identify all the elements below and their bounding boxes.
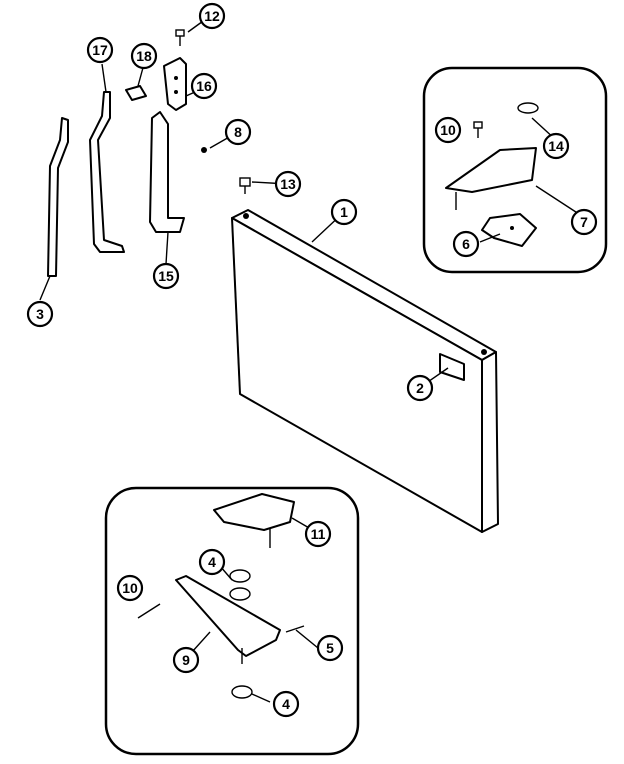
svg-text:7: 7	[580, 214, 588, 230]
callout-17: 17	[86, 36, 114, 64]
washer-4-lower	[231, 685, 253, 699]
callout-4-upper: 4	[198, 548, 226, 576]
svg-text:17: 17	[92, 42, 108, 58]
screw-10-upper	[473, 121, 483, 138]
svg-text:15: 15	[158, 268, 174, 284]
svg-text:18: 18	[136, 48, 152, 64]
svg-text:12: 12	[204, 8, 220, 24]
callout-5: 5	[316, 634, 344, 662]
detail-box-upper-hinge	[422, 66, 608, 274]
hinge-bracket-11	[213, 493, 295, 548]
lower-hinge-9	[175, 575, 281, 664]
callout-14: 14	[542, 132, 570, 160]
cap-14	[517, 102, 539, 114]
callout-2: 2	[406, 374, 434, 402]
callout-7: 7	[570, 208, 598, 236]
svg-text:9: 9	[182, 652, 190, 668]
door-panel	[231, 209, 499, 533]
detail-box-lower-hinge	[104, 486, 360, 756]
screw-12	[175, 29, 185, 46]
door-strap	[89, 91, 125, 253]
handle-rod	[47, 117, 69, 277]
svg-text:11: 11	[311, 526, 326, 542]
callout-9: 9	[172, 646, 200, 674]
callout-4-lower: 4	[272, 690, 300, 718]
svg-text:5: 5	[326, 640, 334, 656]
callout-16: 16	[190, 72, 218, 100]
svg-text:10: 10	[440, 122, 456, 138]
callout-1: 1	[330, 198, 358, 226]
callout-11: 11	[304, 520, 332, 548]
callout-10-lower: 10	[116, 574, 144, 602]
callout-15: 15	[152, 262, 180, 290]
long-bracket	[149, 111, 185, 233]
hinge-plate-6	[481, 213, 537, 247]
callout-8: 8	[224, 118, 252, 146]
screw-10-lower	[137, 603, 161, 619]
svg-text:8: 8	[234, 124, 242, 140]
svg-text:13: 13	[280, 176, 296, 192]
svg-text:2: 2	[416, 380, 424, 396]
screw-8	[201, 147, 207, 153]
door-label-plate	[439, 353, 465, 381]
svg-text:16: 16	[196, 78, 212, 94]
callout-13: 13	[274, 170, 302, 198]
callout-3: 3	[26, 300, 54, 328]
callout-12: 12	[198, 2, 226, 30]
small-clip	[125, 85, 147, 101]
plug-button	[239, 177, 251, 194]
callout-18: 18	[130, 42, 158, 70]
svg-text:3: 3	[36, 306, 44, 322]
svg-text:1: 1	[340, 204, 348, 220]
callout-10-upper: 10	[434, 116, 462, 144]
callout-6: 6	[452, 230, 480, 258]
svg-text:6: 6	[462, 236, 470, 252]
svg-text:4: 4	[208, 554, 216, 570]
washer-4-upper	[229, 569, 251, 601]
upper-bracket	[163, 57, 187, 111]
svg-text:10: 10	[122, 580, 138, 596]
svg-text:4: 4	[282, 696, 290, 712]
screw-5	[285, 625, 305, 633]
svg-text:14: 14	[548, 138, 564, 154]
upper-hinge-7	[445, 147, 537, 210]
